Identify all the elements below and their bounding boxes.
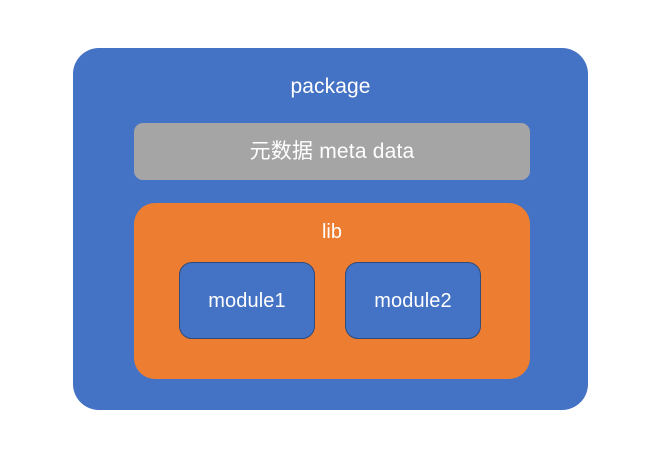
package-container[interactable]: package 元数据 meta data lib module1 module… xyxy=(73,48,588,410)
module-1-label: module1 xyxy=(208,289,286,312)
package-label: package xyxy=(290,75,371,98)
meta-data-container[interactable]: 元数据 meta data xyxy=(134,123,530,180)
module-box-2[interactable]: module2 xyxy=(345,262,481,339)
lib-container[interactable]: lib module1 module2 xyxy=(134,203,530,379)
module-2-label: module2 xyxy=(374,289,452,312)
modules-row: module1 module2 xyxy=(134,262,530,339)
lib-label: lib xyxy=(321,221,342,243)
meta-data-label: 元数据 meta data xyxy=(249,139,415,163)
module-box-1[interactable]: module1 xyxy=(179,262,315,339)
